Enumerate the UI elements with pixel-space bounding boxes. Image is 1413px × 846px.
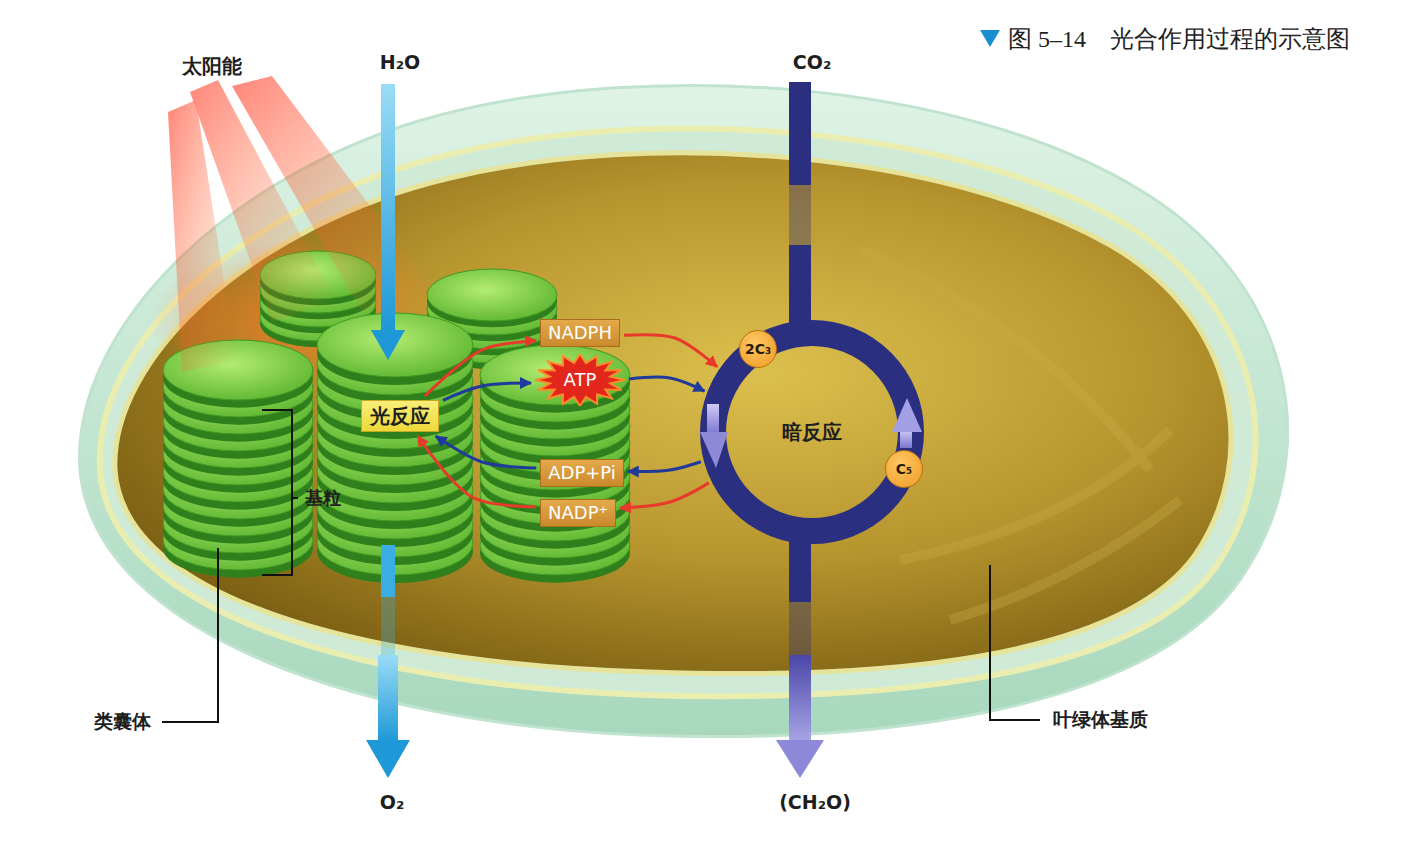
part-label: H₂O <box>380 51 420 73</box>
process-name: 暗反应 <box>782 420 842 444</box>
oxygen-arrow-shaft <box>378 655 398 742</box>
energy-burst: ATP <box>535 354 625 406</box>
molecule-box: ADP+Pi <box>540 459 624 487</box>
leader-line <box>990 565 1040 720</box>
oxygen-arrow-shaft <box>381 597 395 655</box>
molecule-box: NADPH <box>540 319 620 347</box>
burst-shape <box>535 354 625 406</box>
cycle-arrow <box>892 398 922 432</box>
molecule-name: NADPH <box>548 322 612 344</box>
flow-arrow <box>624 335 717 367</box>
thylakoid-disc <box>480 345 630 405</box>
sugar-arrow <box>776 530 824 778</box>
molecule-name: ATP <box>564 369 597 391</box>
figure-caption: 图 5–14 光合作用过程的示意图 <box>1008 23 1350 55</box>
leader-line <box>162 548 218 722</box>
flow-arrow <box>629 377 705 391</box>
cycle-arrow <box>900 430 912 448</box>
cycle-arrow <box>707 404 719 434</box>
process-name: 光反应 <box>370 404 430 428</box>
molecule-name: ADP+Pi <box>548 462 616 484</box>
sugar-arrow-shaft <box>789 602 811 655</box>
grana-bracket <box>262 410 298 575</box>
cycle-ring: 暗反应 <box>700 320 924 544</box>
part-label: 类囊体 <box>94 709 151 735</box>
compound-name: C₅ <box>896 461 912 478</box>
flow-arrow <box>620 483 709 508</box>
granum <box>163 340 313 578</box>
flow-arrow <box>436 436 537 468</box>
sun-rays <box>168 76 435 372</box>
sun-ray <box>168 100 236 372</box>
oxygen-arrow-head <box>366 740 410 778</box>
co2-arrow-shaft <box>789 185 811 245</box>
oxygen-arrow-shaft <box>381 545 395 597</box>
flow-arrow <box>443 383 531 400</box>
caption-marker <box>980 30 1000 47</box>
granum <box>317 313 473 583</box>
cycle-band <box>713 333 911 531</box>
molecule-name: NADP⁺ <box>548 502 608 524</box>
sun-ray <box>232 76 435 312</box>
water-arrow-shaft <box>381 84 395 332</box>
sugar-arrow-shaft <box>789 655 811 742</box>
thylakoid-disc <box>427 269 557 321</box>
carbon-dioxide-arrow <box>789 82 811 335</box>
part-label: CO₂ <box>793 51 831 73</box>
water-arrow <box>371 84 405 360</box>
co2-arrow-shaft <box>789 82 811 185</box>
molecule-box: NADP⁺ <box>540 499 616 527</box>
water-arrow-head <box>371 330 405 360</box>
part-label: 太阳能 <box>182 53 242 80</box>
process-box: 光反应 <box>361 400 439 432</box>
compound-circle: 2C₃ <box>739 330 777 368</box>
flow-arrow <box>628 462 701 472</box>
oxygen-arrow <box>366 545 410 778</box>
part-label: 基粒 <box>305 486 341 510</box>
cycle-arrow <box>700 432 728 468</box>
compound-name: 2C₃ <box>745 341 771 358</box>
flow-arrow <box>418 436 536 507</box>
stroma-texture <box>860 250 1180 620</box>
granum <box>480 345 630 583</box>
part-label: (CH₂O) <box>779 791 851 813</box>
compound-circle: C₅ <box>885 450 923 488</box>
part-label: 叶绿体基质 <box>1053 707 1148 733</box>
part-label: O₂ <box>380 791 404 813</box>
sugar-arrow-head <box>776 740 824 778</box>
